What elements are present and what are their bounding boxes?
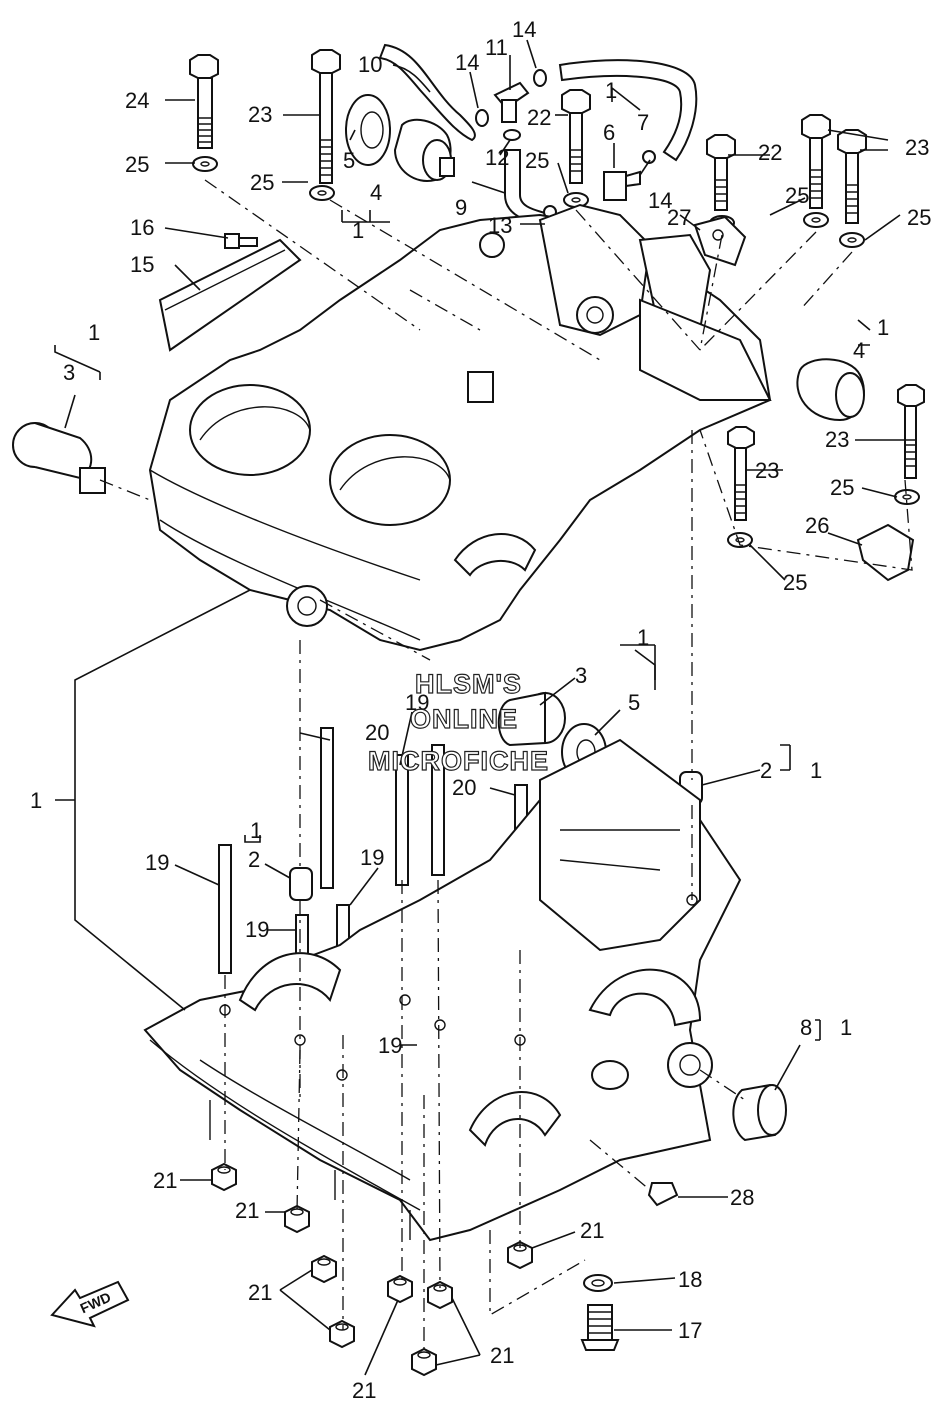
callout-19: 19	[360, 845, 384, 870]
callout-21: 21	[153, 1168, 177, 1193]
bearing-4-top	[393, 118, 455, 182]
small-rings	[475, 69, 656, 219]
callout-12: 12	[485, 145, 509, 170]
callout-26: 26	[805, 513, 829, 538]
callout-25: 25	[785, 183, 809, 208]
lower-crankcase	[143, 738, 742, 1242]
callout-22: 22	[758, 140, 782, 165]
callout-4: 4	[370, 180, 382, 205]
callout-1: 1	[88, 320, 100, 345]
callout-25: 25	[907, 205, 931, 230]
callout-labels: 24 23 25 10 14 11 14 1 7 22 12 6 5 4 25 …	[30, 17, 931, 1403]
callout-13: 13	[488, 213, 512, 238]
callout-1: 1	[637, 625, 649, 650]
callout-2: 2	[248, 847, 260, 872]
bolt-24	[189, 54, 219, 149]
callout-14: 14	[512, 17, 536, 42]
callout-25: 25	[250, 170, 274, 195]
bolt-16	[224, 233, 258, 249]
callout-5: 5	[343, 148, 355, 173]
callout-1: 1	[877, 315, 889, 340]
gasket-18	[583, 1274, 613, 1292]
seal-5-top	[345, 94, 391, 166]
bearing-3-mid	[497, 691, 566, 747]
callout-21: 21	[352, 1378, 376, 1403]
callout-17: 17	[678, 1318, 702, 1343]
callout-19: 19	[405, 690, 429, 715]
callout-15: 15	[130, 252, 154, 277]
callout-20: 20	[452, 775, 476, 800]
callout-1: 1	[810, 758, 822, 783]
callout-23: 23	[248, 102, 272, 127]
callout-1: 1	[250, 818, 262, 843]
bolt-23-right-d	[727, 426, 755, 521]
callout-22: 22	[527, 105, 551, 130]
callout-23: 23	[825, 427, 849, 452]
callout-3: 3	[63, 360, 75, 385]
bracket-26	[856, 523, 915, 582]
callout-14: 14	[648, 188, 672, 213]
callout-27: 27	[667, 205, 691, 230]
callout-1: 1	[605, 78, 617, 103]
fitting-6	[603, 170, 641, 201]
callout-10: 10	[358, 52, 382, 77]
leader-lines	[54, 39, 915, 1376]
dashed-center-lines	[99, 179, 913, 1355]
callout-23: 23	[905, 135, 929, 160]
dowel-2-left	[289, 867, 313, 901]
callout-24: 24	[125, 88, 149, 113]
callout-21: 21	[235, 1198, 259, 1223]
callout-16: 16	[130, 215, 154, 240]
upper-crankcase	[148, 203, 772, 652]
callout-18: 18	[678, 1267, 702, 1292]
callout-28: 28	[730, 1185, 754, 1210]
callout-1: 1	[840, 1015, 852, 1040]
callout-5: 5	[628, 690, 640, 715]
bearing-3-left	[12, 422, 106, 494]
callout-1: 1	[352, 218, 364, 243]
callout-1: 1	[30, 788, 42, 813]
callout-25: 25	[125, 152, 149, 177]
plug-28	[647, 1182, 679, 1207]
callout-23: 23	[755, 458, 779, 483]
callout-6: 6	[603, 120, 615, 145]
bolt-22-right	[706, 134, 736, 211]
callout-2: 2	[760, 758, 772, 783]
callout-21: 21	[580, 1218, 604, 1243]
callout-11: 11	[485, 35, 508, 60]
callout-19: 19	[245, 917, 269, 942]
fwd-arrow-icon: FWD	[50, 1280, 130, 1328]
fitting-11	[493, 81, 530, 123]
callout-3: 3	[575, 663, 587, 688]
callout-14: 14	[455, 50, 479, 75]
callout-25: 25	[830, 475, 854, 500]
watermark-line-1: HLSM'S	[415, 669, 522, 699]
nuts-21	[211, 1162, 533, 1377]
bolt-22-mid	[561, 89, 591, 184]
bolt-23-left	[311, 49, 341, 184]
bearing-8	[732, 1083, 787, 1142]
callout-25: 25	[525, 148, 549, 173]
bearing-4-right	[796, 358, 865, 422]
callout-20: 20	[365, 720, 389, 745]
bolt-23-right-b	[837, 129, 867, 224]
callout-7: 7	[637, 110, 649, 135]
bolt-23-right-c	[897, 384, 925, 479]
callout-21: 21	[490, 1343, 514, 1368]
callout-4: 4	[853, 338, 865, 363]
watermark-line-3: MICROFICHE	[368, 746, 549, 776]
bracket-27	[693, 215, 747, 267]
drain-plug-17	[580, 1304, 620, 1351]
callout-9: 9	[455, 195, 467, 220]
bolt-23-right-a	[801, 114, 831, 209]
watermark-line-2: ONLINE	[410, 704, 518, 734]
callout-25: 25	[783, 570, 807, 595]
watermark: HLSM'S ONLINE MICROFICHE	[367, 668, 549, 776]
callout-19: 19	[145, 850, 169, 875]
callout-8: 8	[800, 1015, 812, 1040]
callout-19: 19	[378, 1033, 402, 1058]
callout-21: 21	[248, 1280, 272, 1305]
hose-7	[558, 59, 698, 162]
